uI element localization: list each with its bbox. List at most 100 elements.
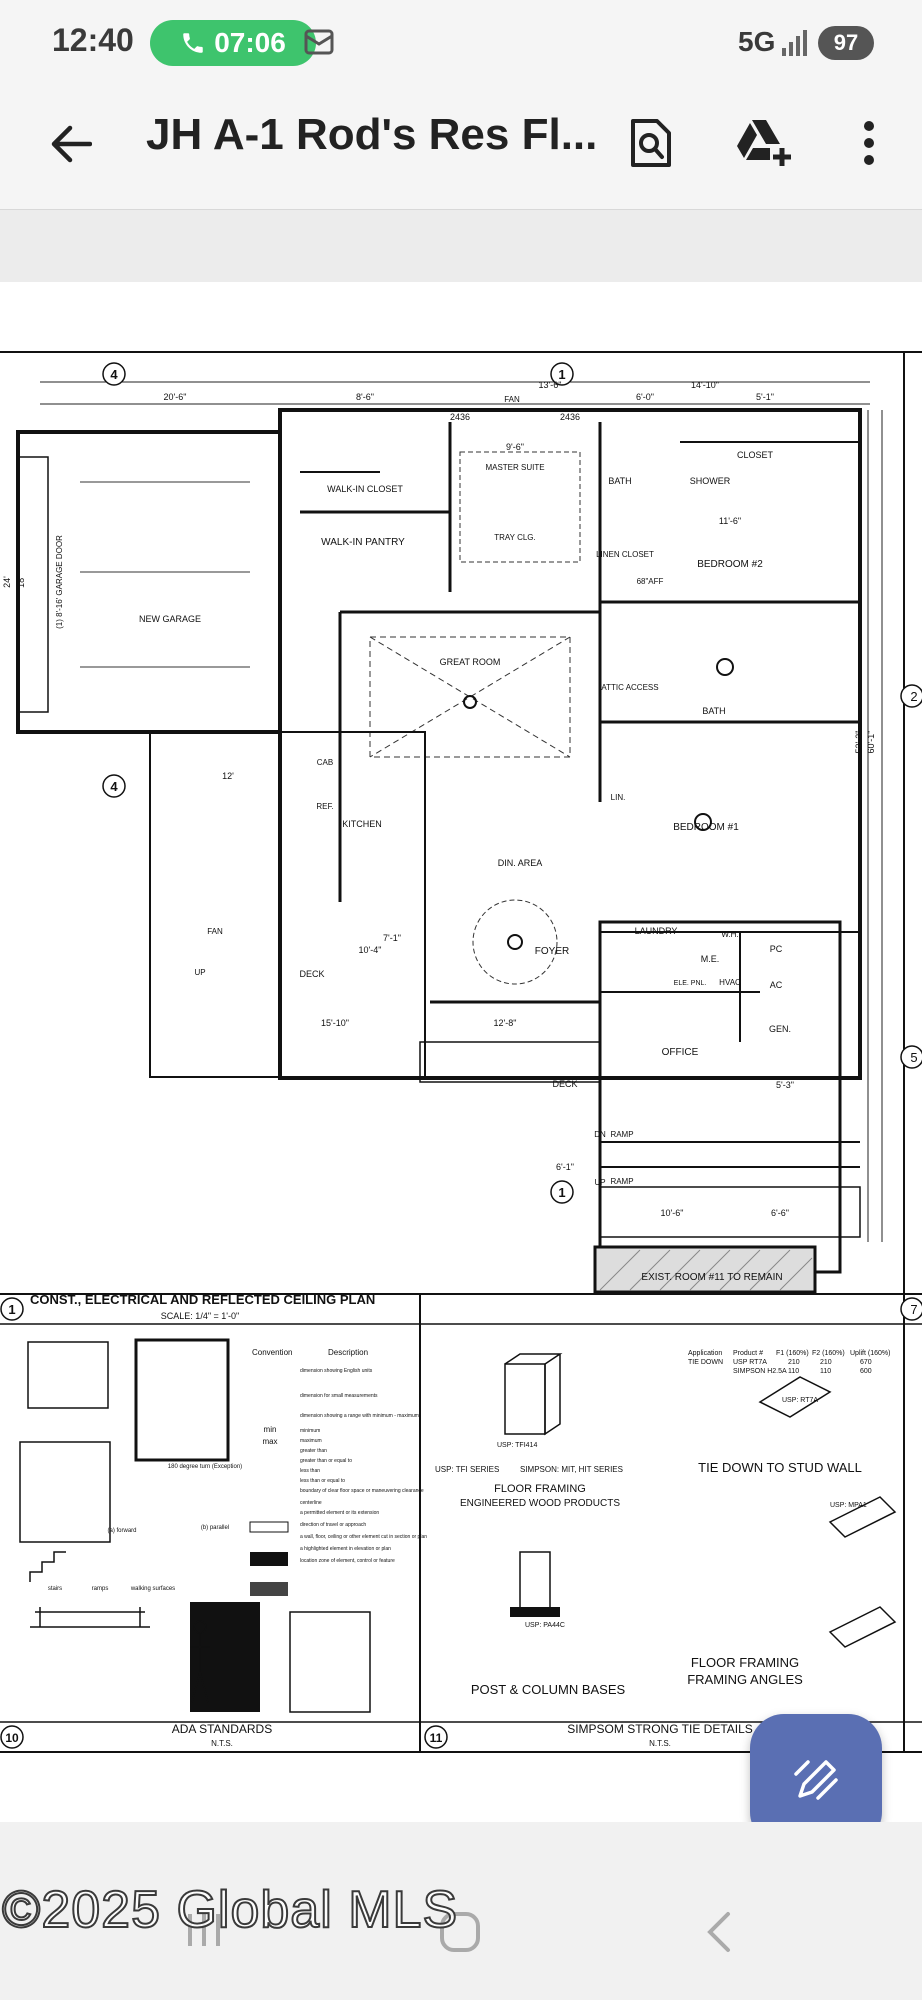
svg-text:53'-3": 53'-3"	[854, 731, 864, 754]
signal-strength-icon	[782, 30, 807, 56]
svg-text:FAN: FAN	[207, 927, 223, 936]
strong-tie-number: 11	[430, 1731, 443, 1745]
svg-text:ramps: ramps	[92, 1586, 109, 1592]
din-area-label: DIN. AREA	[498, 858, 543, 868]
search-document-icon	[631, 119, 671, 167]
main-plan-number: 1	[8, 1302, 15, 1317]
svg-text:2436: 2436	[560, 412, 580, 422]
garage-door-label: (1) 8'-16' GARAGE DOOR	[55, 535, 64, 629]
shower-label: SHOWER	[690, 476, 731, 486]
more-options-button[interactable]	[836, 110, 902, 176]
ada-nts: N.T.S.	[211, 1739, 233, 1748]
svg-text:UP: UP	[594, 1178, 605, 1187]
search-document-button[interactable]	[618, 110, 684, 176]
strong-tie-nts: N.T.S.	[649, 1739, 671, 1748]
document-page[interactable]: 4 1 4 1 1 10 11 2 5 7 20'-6" 8'-6" 13'-6…	[0, 282, 922, 1822]
navigation-bar	[0, 1822, 922, 2000]
tray-clg-label: TRAY CLG.	[494, 533, 536, 542]
svg-text:Product #: Product #	[733, 1350, 763, 1357]
bedroom2-label: BEDROOM #2	[697, 559, 763, 570]
network-type: 5G	[738, 26, 776, 57]
attic-access-label: ATTIC ACCESS	[601, 683, 658, 692]
add-to-drive-button[interactable]	[730, 110, 796, 176]
status-time: 12:40	[52, 22, 134, 58]
svg-text:direction of travel or approac: direction of travel or approach	[300, 1522, 366, 1528]
bath-label: BATH	[608, 476, 631, 486]
back-button[interactable]	[40, 114, 100, 174]
nav-back-icon[interactable]	[704, 1910, 734, 1954]
closet-label: CLOSET	[737, 450, 774, 460]
linen-closet-label: LINEN CLOSET	[596, 550, 654, 559]
svg-text:less than or equal to: less than or equal to	[300, 1478, 345, 1484]
svg-text:Application: Application	[688, 1350, 722, 1357]
svg-text:Description: Description	[328, 1348, 368, 1357]
svg-text:(b) parallel: (b) parallel	[201, 1525, 229, 1531]
mech-label: M.E.	[701, 954, 720, 964]
svg-text:less than: less than	[300, 1468, 320, 1474]
viewer-background	[0, 210, 922, 282]
bath2-label: BATH	[702, 706, 725, 716]
svg-text:USP RT7A: USP RT7A	[733, 1359, 767, 1366]
svg-text:AC: AC	[770, 980, 783, 990]
side-number-mid: 5	[910, 1050, 917, 1065]
svg-text:dimension showing English unit: dimension showing English units	[300, 1368, 373, 1374]
existing-room-label: EXIST. ROOM #11 TO REMAIN	[641, 1272, 782, 1283]
svg-text:POST & COLUMN BASES: POST & COLUMN BASES	[471, 1682, 626, 1697]
status-bar: 12:40 07:06 5G 97	[0, 0, 922, 84]
svg-text:12': 12'	[222, 771, 234, 781]
app-bar: JH A-1 Rod's Res Fl...	[0, 84, 922, 210]
svg-text:minimum: minimum	[300, 1428, 320, 1434]
svg-text:13'-6": 13'-6"	[539, 380, 562, 390]
more-vert-icon	[864, 121, 874, 165]
svg-text:a permitted element or its ext: a permitted element or its extension	[300, 1510, 379, 1516]
svg-text:F1 (160%): F1 (160%)	[776, 1350, 809, 1357]
side-number-right: 7	[910, 1302, 917, 1317]
svg-text:walking surfaces: walking surfaces	[130, 1586, 175, 1592]
svg-text:12'-8": 12'-8"	[494, 1018, 517, 1028]
garage-label: NEW GARAGE	[139, 614, 201, 624]
svg-text:USP: TFI414: USP: TFI414	[497, 1442, 537, 1449]
svg-text:Uplift (160%): Uplift (160%)	[850, 1350, 890, 1357]
office-label: OFFICE	[662, 1047, 699, 1058]
foyer-label: FOYER	[535, 946, 569, 957]
svg-text:2436: 2436	[450, 412, 470, 422]
svg-text:dimension for small measuremen: dimension for small measurements	[300, 1393, 378, 1399]
great-room-label: GREAT ROOM	[440, 657, 501, 667]
svg-text:210: 210	[788, 1359, 800, 1366]
ongoing-call-chip[interactable]: 07:06	[150, 20, 316, 66]
home-icon[interactable]	[438, 1910, 482, 1954]
walk-in-pantry-label: WALK-IN PANTRY	[321, 537, 405, 548]
svg-text:5'-1": 5'-1"	[756, 392, 774, 402]
call-duration: 07:06	[214, 27, 286, 58]
svg-text:8'-6": 8'-6"	[356, 392, 374, 402]
ada-title: ADA STANDARDS	[172, 1722, 272, 1736]
recent-apps-icon[interactable]	[184, 1910, 224, 1950]
svg-text:18': 18'	[16, 576, 26, 588]
svg-text:FRAMING ANGLES: FRAMING ANGLES	[687, 1672, 803, 1687]
master-suite-label: MASTER SUITE	[485, 463, 544, 472]
svg-text:REF.: REF.	[316, 802, 333, 811]
svg-text:PC: PC	[770, 944, 783, 954]
strong-tie-title: SIMPSOM STRONG TIE DETAILS	[567, 1722, 753, 1736]
svg-text:68"AFF: 68"AFF	[637, 577, 664, 586]
svg-text:location zone of element, cont: location zone of element, control or fea…	[300, 1558, 395, 1564]
svg-text:6'-6": 6'-6"	[771, 1208, 789, 1218]
main-plan-scale: SCALE: 1/4" = 1'-0"	[161, 1311, 239, 1321]
svg-text:GEN.: GEN.	[769, 1024, 791, 1034]
svg-text:USP: PA44C: USP: PA44C	[525, 1622, 565, 1629]
svg-text:11'-6": 11'-6"	[719, 516, 741, 526]
svg-text:5'-3": 5'-3"	[776, 1080, 794, 1090]
battery-indicator: 97	[818, 26, 874, 60]
svg-text:DN: DN	[594, 1130, 606, 1139]
svg-text:min: min	[264, 1425, 277, 1434]
svg-text:centerline: centerline	[300, 1500, 322, 1506]
svg-text:stairs: stairs	[48, 1586, 62, 1592]
svg-text:24': 24'	[2, 576, 12, 588]
svg-text:dimension showing a range with: dimension showing a range with minimum -…	[300, 1413, 419, 1419]
deck-label: DECK	[299, 969, 324, 979]
svg-text:6'-1": 6'-1"	[556, 1162, 574, 1172]
svg-text:210: 210	[820, 1359, 832, 1366]
edit-pen-icon	[794, 1760, 838, 1800]
add-to-drive-icon	[737, 120, 791, 166]
